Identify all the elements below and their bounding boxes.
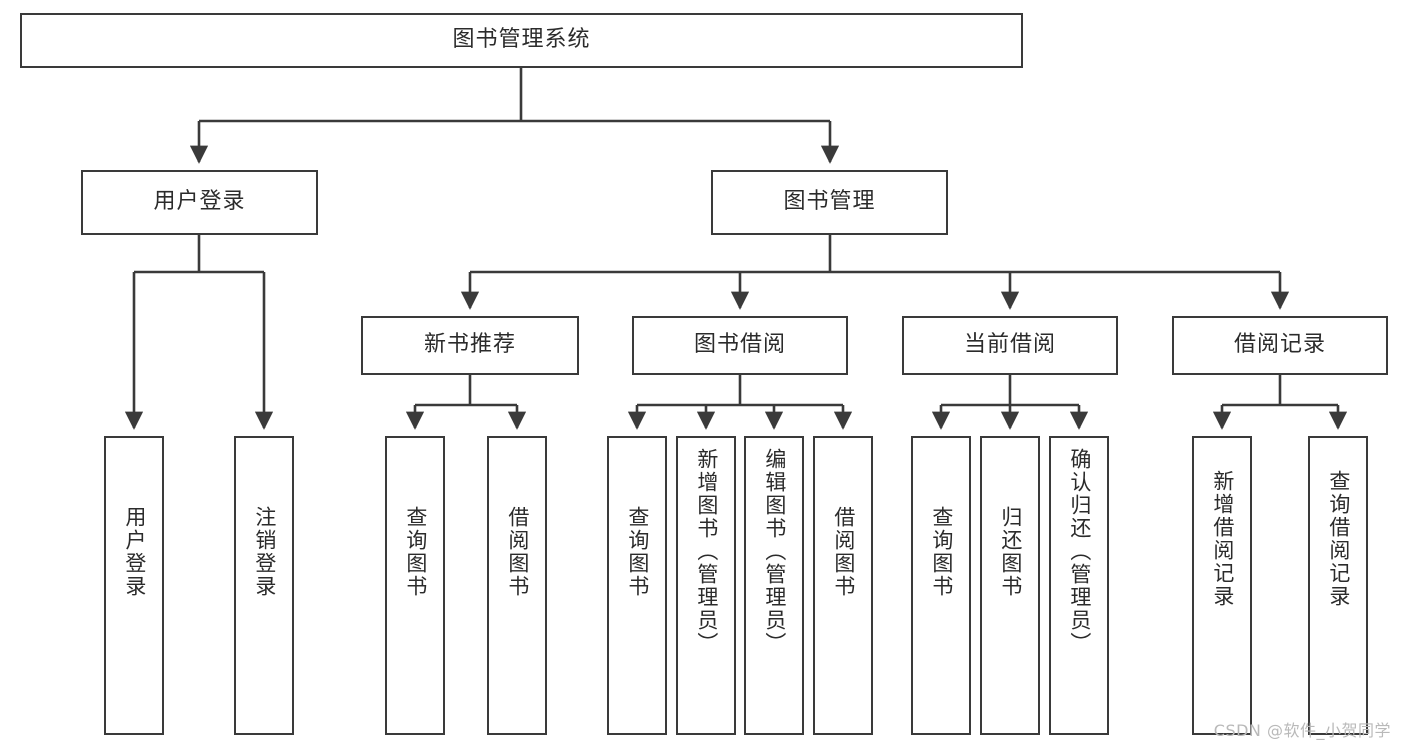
leaf-book-borrow-query-book[interactable]: 查询图书 <box>607 436 667 735</box>
leaf-current-borrow-confirm-return-admin[interactable]: 确认归还（管理员） <box>1049 436 1109 735</box>
leaf-book-borrow-borrow-book[interactable]: 借阅图书 <box>813 436 873 735</box>
leaf-label: 查询图书 <box>403 506 428 598</box>
leaf-current-borrow-return-book[interactable]: 归还图书 <box>980 436 1040 735</box>
leaf-label: 查询图书 <box>625 506 650 598</box>
csdn-watermark: CSDN @软件_小贺同学 <box>1213 721 1391 740</box>
leaf-borrow-record-query-record[interactable]: 查询借阅记录 <box>1308 436 1368 735</box>
node-label: 图书管理系统 <box>452 27 591 53</box>
leaf-label: 用户登录 <box>122 506 147 598</box>
leaf-label: 查询图书 <box>929 506 954 598</box>
node-label: 当前借阅 <box>963 332 1056 358</box>
leaf-user-login-login[interactable]: 用户登录 <box>104 436 164 735</box>
node-root-book-management-system[interactable]: 图书管理系统 <box>20 13 1023 68</box>
node-label: 新书推荐 <box>423 332 516 358</box>
leaf-user-login-logout[interactable]: 注销登录 <box>234 436 294 735</box>
node-label: 借阅记录 <box>1233 332 1326 358</box>
node-current-borrow[interactable]: 当前借阅 <box>902 316 1118 375</box>
leaf-label: 查询借阅记录 <box>1326 470 1351 608</box>
leaf-book-borrow-add-book-admin[interactable]: 新增图书（管理员） <box>676 436 736 735</box>
leaf-book-borrow-edit-book-admin[interactable]: 编辑图书（管理员） <box>744 436 804 735</box>
leaf-borrow-record-add-record[interactable]: 新增借阅记录 <box>1192 436 1252 735</box>
node-label: 图书管理 <box>783 189 876 215</box>
leaf-current-borrow-query-book[interactable]: 查询图书 <box>911 436 971 735</box>
node-label: 用户登录 <box>153 189 246 215</box>
leaf-label: 借阅图书 <box>831 506 856 598</box>
node-user-login[interactable]: 用户登录 <box>81 170 318 235</box>
leaf-label: 确认归还（管理员） <box>1067 448 1092 655</box>
leaf-label: 编辑图书（管理员） <box>762 448 787 655</box>
node-book-borrow[interactable]: 图书借阅 <box>632 316 848 375</box>
leaf-label: 归还图书 <box>998 506 1023 598</box>
leaf-label: 借阅图书 <box>505 506 530 598</box>
node-book-management[interactable]: 图书管理 <box>711 170 948 235</box>
node-new-book-recommend[interactable]: 新书推荐 <box>361 316 579 375</box>
leaf-new-book-borrow-book[interactable]: 借阅图书 <box>487 436 547 735</box>
node-label: 图书借阅 <box>693 332 786 358</box>
leaf-label: 注销登录 <box>252 506 277 598</box>
node-borrow-record[interactable]: 借阅记录 <box>1172 316 1388 375</box>
leaf-label: 新增借阅记录 <box>1210 470 1235 608</box>
leaf-label: 新增图书（管理员） <box>694 448 719 655</box>
leaf-new-book-query-book[interactable]: 查询图书 <box>385 436 445 735</box>
